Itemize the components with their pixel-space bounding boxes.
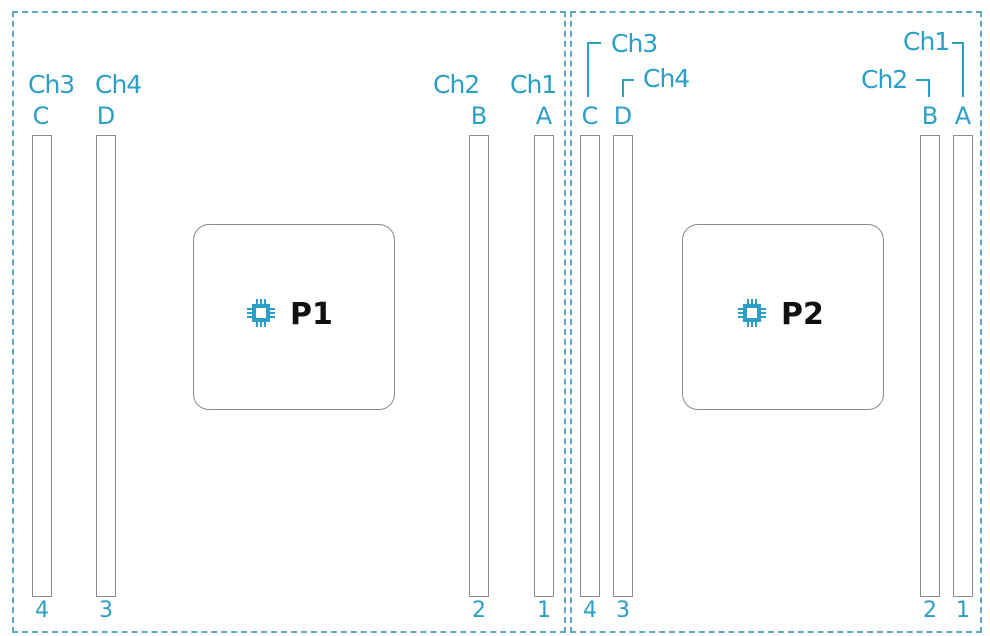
cpu-chip-icon [247, 299, 275, 327]
dimm-slot-2 [920, 135, 940, 597]
dimm-slot-3 [96, 135, 116, 597]
slot-letter-c: C [581, 102, 599, 130]
slot-number-2: 2 [923, 598, 937, 623]
dimm-slot-2 [469, 135, 489, 597]
slot-letter-d: D [613, 102, 633, 130]
dimm-slot-1 [534, 135, 554, 597]
channel-2-label: Ch2 [433, 70, 480, 99]
slot-number-1: 1 [537, 598, 551, 623]
slot-letter-a: A [954, 102, 972, 130]
dimm-slot-4 [580, 135, 600, 597]
slot-letter-b: B [921, 102, 939, 130]
slot-number-1: 1 [956, 598, 970, 623]
channel-4-label: Ch4 [643, 64, 690, 93]
channel-1-bracket [952, 42, 964, 97]
slot-number-3: 3 [99, 598, 113, 623]
channel-2-label: Ch2 [861, 65, 908, 94]
processor-2-socket [682, 224, 884, 410]
slot-number-4: 4 [583, 598, 597, 623]
channel-1-label: Ch1 [510, 70, 557, 99]
processor-1-socket [193, 224, 395, 410]
dimm-slot-3 [613, 135, 633, 597]
channel-2-bracket [916, 79, 930, 97]
channel-1-label: Ch1 [903, 27, 950, 56]
slot-letter-d: D [96, 102, 116, 130]
slot-letter-c: C [32, 102, 50, 130]
processor-2-label: P2 [781, 297, 824, 332]
channel-3-bracket [587, 42, 601, 97]
dimm-slot-1 [953, 135, 973, 597]
slot-letter-b: B [470, 102, 488, 130]
channel-3-label: Ch3 [28, 70, 75, 99]
dimm-slot-4 [32, 135, 52, 597]
slot-number-4: 4 [35, 598, 49, 623]
processor-2-board [570, 11, 982, 633]
channel-4-bracket [622, 79, 634, 97]
slot-letter-a: A [535, 102, 553, 130]
channel-3-label: Ch3 [611, 29, 658, 58]
channel-4-label: Ch4 [95, 70, 142, 99]
processor-1-label: P1 [290, 297, 333, 332]
processor-1-board [12, 11, 566, 633]
slot-number-2: 2 [472, 598, 486, 623]
slot-number-3: 3 [616, 598, 630, 623]
cpu-chip-icon [738, 299, 766, 327]
